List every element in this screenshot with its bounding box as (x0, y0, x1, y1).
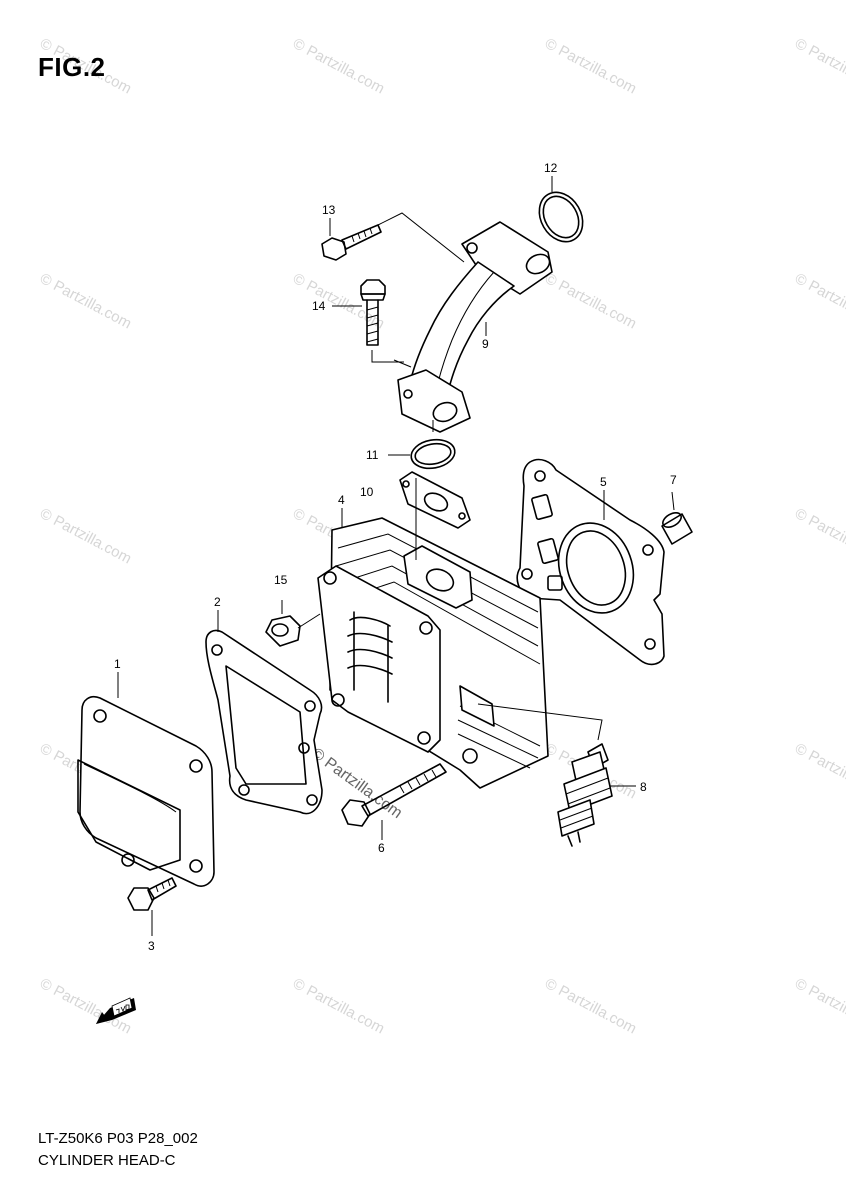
part-14-stud (360, 279, 404, 363)
part-3-bolt (127, 877, 177, 936)
part-6-stud (341, 763, 447, 840)
callout-4: 4 (338, 493, 345, 507)
part-13-bolt (321, 212, 465, 263)
diagram-caption: CYLINDER HEAD-C (38, 1152, 176, 1169)
callout-3: 3 (148, 939, 155, 953)
callout-13: 13 (322, 203, 336, 217)
callout-11: 11 (366, 448, 379, 462)
part-15-nut (265, 600, 321, 647)
part-11-o-ring (410, 420, 456, 470)
callout-10: 10 (360, 485, 374, 499)
callout-12: 12 (544, 161, 558, 175)
callout-8: 8 (640, 780, 647, 794)
diagram-code: LT-Z50K6 P03 P28_002 (38, 1130, 198, 1147)
part-8-spark-plug (477, 703, 636, 847)
callout-7: 7 (670, 473, 677, 487)
part-10-gasket (399, 471, 471, 529)
part-2-cover-gasket (205, 629, 323, 815)
part-1-head-cover (77, 695, 215, 887)
callout-15: 15 (274, 573, 288, 587)
callout-2: 2 (214, 595, 221, 609)
callout-1: 1 (114, 657, 121, 671)
part-12-o-ring (538, 191, 584, 243)
fwd-arrow-icon (96, 997, 136, 1024)
callout-14: 14 (312, 299, 326, 313)
part-4-cylinder-head (317, 478, 549, 789)
part-5-head-gasket (516, 458, 665, 666)
callout-6: 6 (378, 841, 385, 855)
callout-9: 9 (482, 337, 489, 351)
figure-title: FIG.2 (38, 52, 106, 82)
callout-5: 5 (600, 475, 607, 489)
part-7-dowel-pin (661, 491, 693, 545)
part-9-intake-pipe (393, 221, 553, 433)
